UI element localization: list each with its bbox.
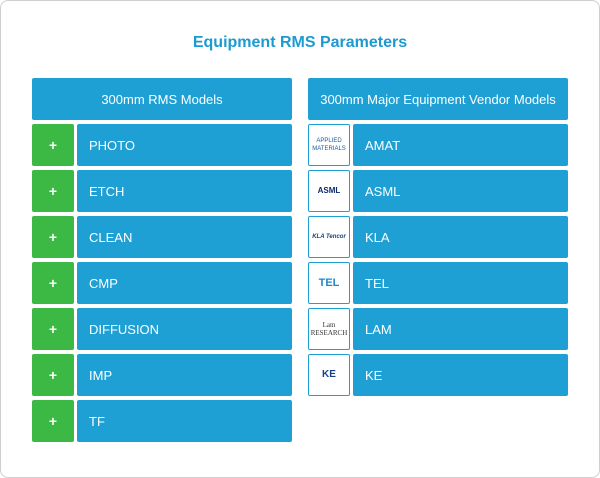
vendor-label[interactable]: KLA: [353, 216, 568, 258]
vendor-row-tel[interactable]: TEL TEL: [308, 262, 568, 304]
rms-model-label[interactable]: IMP: [77, 354, 292, 396]
rms-model-row-tf[interactable]: + TF: [32, 400, 292, 442]
rms-model-label[interactable]: PHOTO: [77, 124, 292, 166]
vendor-row-ke[interactable]: KE KE: [308, 354, 568, 396]
rms-model-label[interactable]: TF: [77, 400, 292, 442]
vendor-label[interactable]: ASML: [353, 170, 568, 212]
rms-model-label[interactable]: DIFFUSION: [77, 308, 292, 350]
vendor-row-asml[interactable]: ASML ASML: [308, 170, 568, 212]
expand-plus-icon[interactable]: +: [32, 354, 74, 396]
rms-model-row-imp[interactable]: + IMP: [32, 354, 292, 396]
vendor-row-amat[interactable]: APPLIED MATERIALS AMAT: [308, 124, 568, 166]
expand-plus-icon[interactable]: +: [32, 308, 74, 350]
rms-model-row-clean[interactable]: + CLEAN: [32, 216, 292, 258]
vendor-label[interactable]: KE: [353, 354, 568, 396]
vendor-row-kla[interactable]: KLA Tencor KLA: [308, 216, 568, 258]
ke-logo-icon: KE: [308, 354, 350, 396]
rms-model-row-photo[interactable]: + PHOTO: [32, 124, 292, 166]
vendor-label[interactable]: TEL: [353, 262, 568, 304]
vendor-row-lam[interactable]: Lam RESEARCH LAM: [308, 308, 568, 350]
page-title: Equipment RMS Parameters: [192, 34, 408, 51]
rms-model-label[interactable]: CMP: [77, 262, 292, 304]
rms-model-label[interactable]: CLEAN: [77, 216, 292, 258]
amat-logo-icon: APPLIED MATERIALS: [308, 124, 350, 166]
tel-logo-icon: TEL: [308, 262, 350, 304]
asml-logo-icon: ASML: [308, 170, 350, 212]
expand-plus-icon[interactable]: +: [32, 262, 74, 304]
expand-plus-icon[interactable]: +: [32, 124, 74, 166]
vendor-label[interactable]: AMAT: [353, 124, 568, 166]
rms-model-row-cmp[interactable]: + CMP: [32, 262, 292, 304]
kla-logo-icon: KLA Tencor: [308, 216, 350, 258]
rms-model-label[interactable]: ETCH: [77, 170, 292, 212]
rms-models-header: 300mm RMS Models: [32, 78, 292, 120]
lam-logo-icon: Lam RESEARCH: [308, 308, 350, 350]
rms-model-row-diffusion[interactable]: + DIFFUSION: [32, 308, 292, 350]
vendor-label[interactable]: LAM: [353, 308, 568, 350]
expand-plus-icon[interactable]: +: [32, 216, 74, 258]
expand-plus-icon[interactable]: +: [32, 400, 74, 442]
expand-plus-icon[interactable]: +: [32, 170, 74, 212]
vendor-models-header: 300mm Major Equipment Vendor Models: [308, 78, 568, 120]
rms-model-row-etch[interactable]: + ETCH: [32, 170, 292, 212]
